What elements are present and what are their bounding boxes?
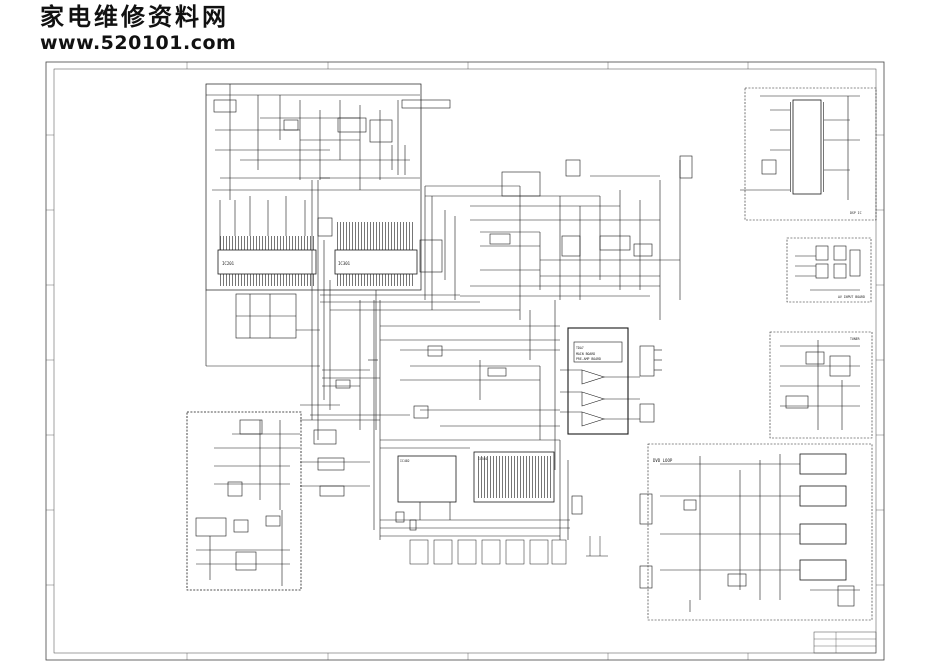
svg-text:PRE-AMP BOARD: PRE-AMP BOARD xyxy=(576,357,601,361)
right-third-label: TUNER xyxy=(850,337,860,341)
right-top-label: DSP IC xyxy=(850,211,862,215)
ic201-label: IC201 xyxy=(222,261,235,266)
site-url[interactable]: www.520101.com xyxy=(40,32,237,54)
power-sub-board xyxy=(186,411,302,591)
right-mid-label: AV INPUT BOARD xyxy=(838,295,865,299)
main-ic-label: TDA7 xyxy=(576,346,584,350)
site-header: 家电维修资料网 www.520101.com xyxy=(40,2,236,54)
ic301-label: IC301 xyxy=(338,261,351,266)
main-ic-name: MAIN BOARD xyxy=(576,352,595,356)
drawing-frame xyxy=(45,61,885,661)
right-panels xyxy=(639,87,877,621)
mid-center-chip-label: IC501 xyxy=(478,457,488,461)
site-title: 家电维修资料网 xyxy=(40,2,229,31)
center-chip-label: IC402 xyxy=(400,459,410,463)
main-circuit xyxy=(205,83,693,565)
schematic-labels: IC201 IC301 TDA7 MAIN BOARD PRE-AMP BOAR… xyxy=(222,211,865,463)
lower-right-title: DVD LOOP xyxy=(653,458,673,463)
